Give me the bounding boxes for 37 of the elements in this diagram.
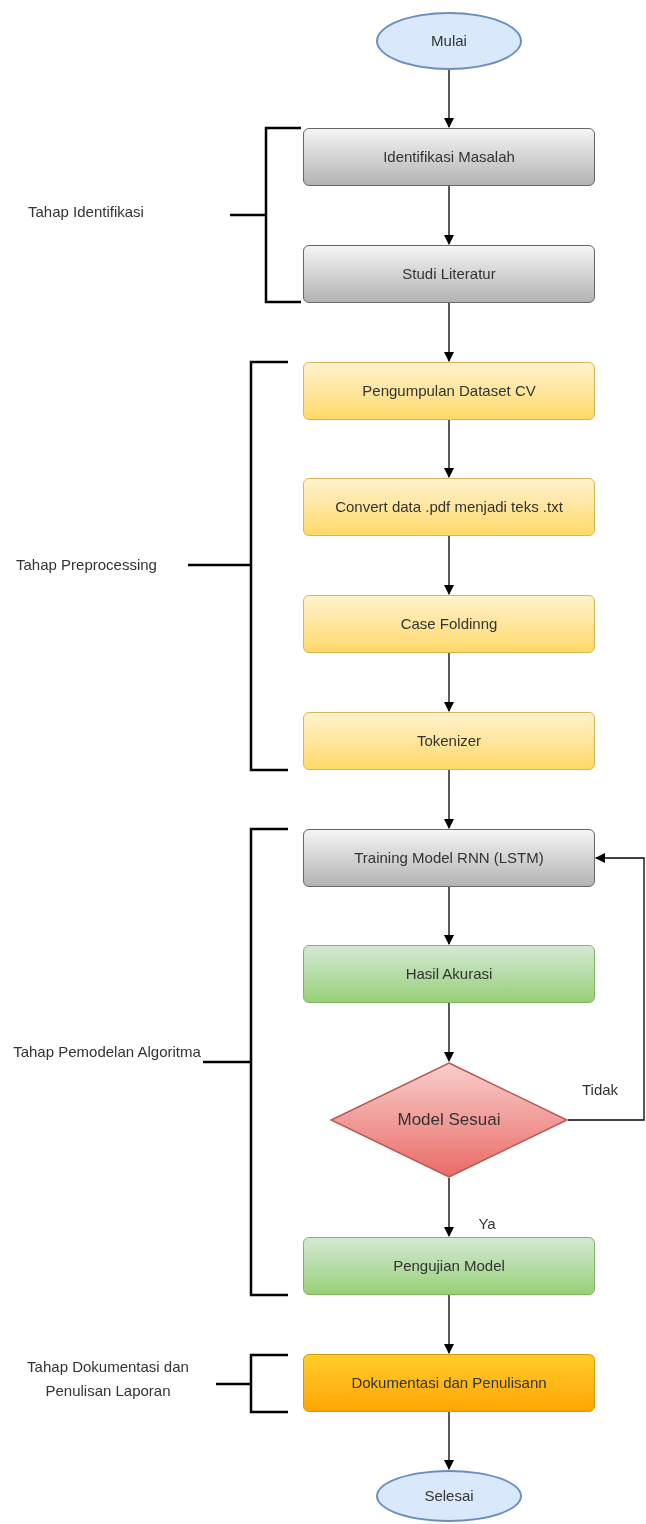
process-box	[303, 245, 595, 303]
node-text: Tokenizer	[416, 730, 482, 751]
node-text: Convert data .pdf menjadi teks .txt	[335, 496, 563, 517]
node-text: Selesai	[424, 1485, 474, 1506]
process-box	[303, 1354, 595, 1412]
process-box	[303, 362, 595, 420]
arrow	[443, 419, 455, 479]
arrow	[443, 886, 455, 946]
decision-diamond	[330, 1062, 568, 1178]
node-text: Training Model RNN (LSTM)	[354, 847, 544, 868]
arrow	[443, 69, 455, 129]
arrow	[443, 1411, 455, 1471]
arrow	[443, 1177, 455, 1238]
arrow	[443, 185, 455, 246]
arrow	[443, 652, 455, 713]
process-box	[303, 945, 595, 1003]
process-box	[303, 478, 595, 536]
arrow	[443, 535, 455, 596]
node-text: Hasil Akurasi	[405, 963, 493, 984]
process-box	[303, 1237, 595, 1295]
arrow	[443, 1002, 455, 1063]
arrow	[443, 769, 455, 830]
node-text: Studi Literatur	[402, 263, 496, 284]
node-text: Case Foldinng	[400, 613, 498, 634]
process-box	[303, 829, 595, 887]
arrow	[443, 302, 455, 363]
node-text: Pengumpulan Dataset CV	[362, 380, 536, 401]
process-box	[303, 595, 595, 653]
node-text: Identifikasi Masalah	[383, 146, 515, 167]
process-box	[303, 128, 595, 186]
node-text: Dokumentasi dan Penulisann	[351, 1372, 547, 1393]
arrow	[443, 1294, 455, 1355]
process-box	[303, 712, 595, 770]
node-text: Pengujian Model	[393, 1255, 505, 1276]
node-text: Mulai	[431, 30, 467, 51]
node-text: Model Sesuai	[397, 1109, 501, 1132]
arrow	[567, 852, 645, 1121]
